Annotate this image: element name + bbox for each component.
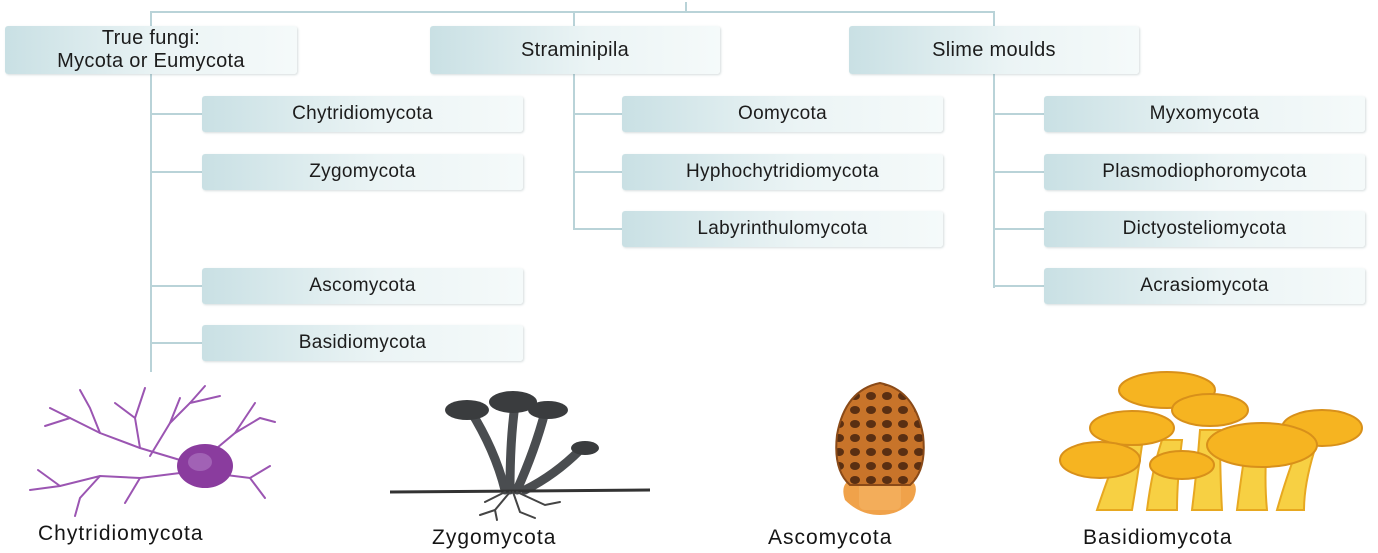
node-basidiomycota: Basidiomycota: [202, 325, 523, 361]
node-myxomycota: Myxomycota: [1044, 96, 1365, 132]
morel-icon: [815, 375, 945, 525]
group-slime-moulds: Slime moulds: [849, 26, 1139, 74]
branch: [993, 113, 1044, 115]
node-zygomycota: Zygomycota: [202, 154, 523, 190]
caption-zygomycota: Zygomycota: [432, 526, 556, 550]
node-plasmodiophoromycota: Plasmodiophoromycota: [1044, 154, 1365, 190]
branch: [993, 285, 1044, 287]
top-stem: [685, 2, 687, 13]
group-title: Slime moulds: [932, 39, 1056, 62]
group-title-line1: True fungi:: [102, 27, 200, 50]
node-chytridiomycota: Chytridiomycota: [202, 96, 523, 132]
group-true-fungi: True fungi: Mycota or Eumycota: [5, 26, 297, 74]
spine-fungi: [150, 74, 152, 372]
caption-chytridiomycota: Chytridiomycota: [38, 522, 204, 546]
node-ascomycota: Ascomycota: [202, 268, 523, 304]
branch: [993, 228, 1044, 230]
spine-slime: [993, 74, 995, 288]
group-straminipila: Straminipila: [430, 26, 720, 74]
group-title-line2: Mycota or Eumycota: [57, 50, 245, 73]
branch: [993, 171, 1044, 173]
node-hyphochytridiomycota: Hyphochytridiomycota: [622, 154, 943, 190]
branch: [573, 171, 622, 173]
node-dictyosteliomycota: Dictyosteliomycota: [1044, 211, 1365, 247]
node-oomycota: Oomycota: [622, 96, 943, 132]
branch: [150, 285, 202, 287]
group-title: Straminipila: [521, 39, 629, 62]
branch: [573, 113, 622, 115]
branch: [150, 113, 202, 115]
branch: [150, 171, 202, 173]
chytrid-cell-icon: [20, 378, 280, 518]
bread-mold-icon: [385, 380, 655, 520]
mushroom-cluster-icon: [1052, 370, 1367, 520]
spine-straminipila: [573, 74, 575, 230]
node-labyrinthulomycota: Labyrinthulomycota: [622, 211, 943, 247]
branch: [150, 342, 202, 344]
caption-ascomycota: Ascomycota: [768, 526, 892, 550]
branch: [573, 228, 622, 230]
node-acrasiomycota: Acrasiomycota: [1044, 268, 1365, 304]
caption-basidiomycota: Basidiomycota: [1083, 526, 1233, 550]
